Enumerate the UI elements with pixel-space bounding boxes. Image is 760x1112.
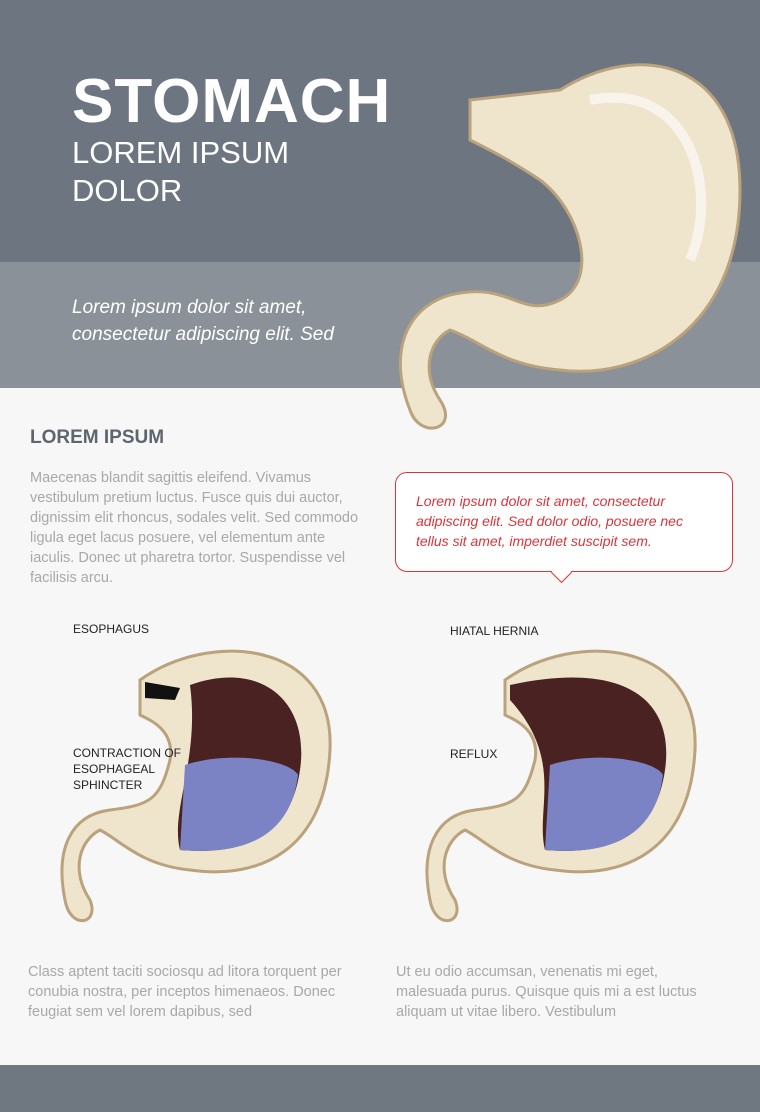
stomach-diagram-hernia xyxy=(425,649,697,923)
caption-right: Ut eu odio accumsan, venenatis mi eget, … xyxy=(396,964,697,1020)
page-title: STOMACH xyxy=(72,67,392,136)
label-esophagus: ESOPHAGUS xyxy=(73,622,150,636)
tagline: Lorem ipsum dolor sit amet, consectetur … xyxy=(72,297,334,345)
stomach-illustration xyxy=(398,63,742,430)
section-heading: LOREM IPSUM xyxy=(30,427,165,448)
label-contraction: CONTRACTION OF ESOPHAGEAL SPHINCTER xyxy=(73,746,181,792)
page-subtitle: LOREM IPSUM DOLOR xyxy=(72,135,290,208)
section-body: Maecenas blandit sagittis eleifend. Viva… xyxy=(30,470,359,586)
stomach-diagram-normal xyxy=(60,649,332,923)
label-hiatal-hernia: HIATAL HERNIA xyxy=(450,624,539,638)
footer-band xyxy=(0,1065,760,1112)
label-reflux: REFLUX xyxy=(450,747,498,761)
caption-left: Class aptent taciti sociosqu ad litora t… xyxy=(28,964,342,1020)
callout-bubble: Lorem ipsum dolor sit amet, consectetur … xyxy=(395,472,733,572)
